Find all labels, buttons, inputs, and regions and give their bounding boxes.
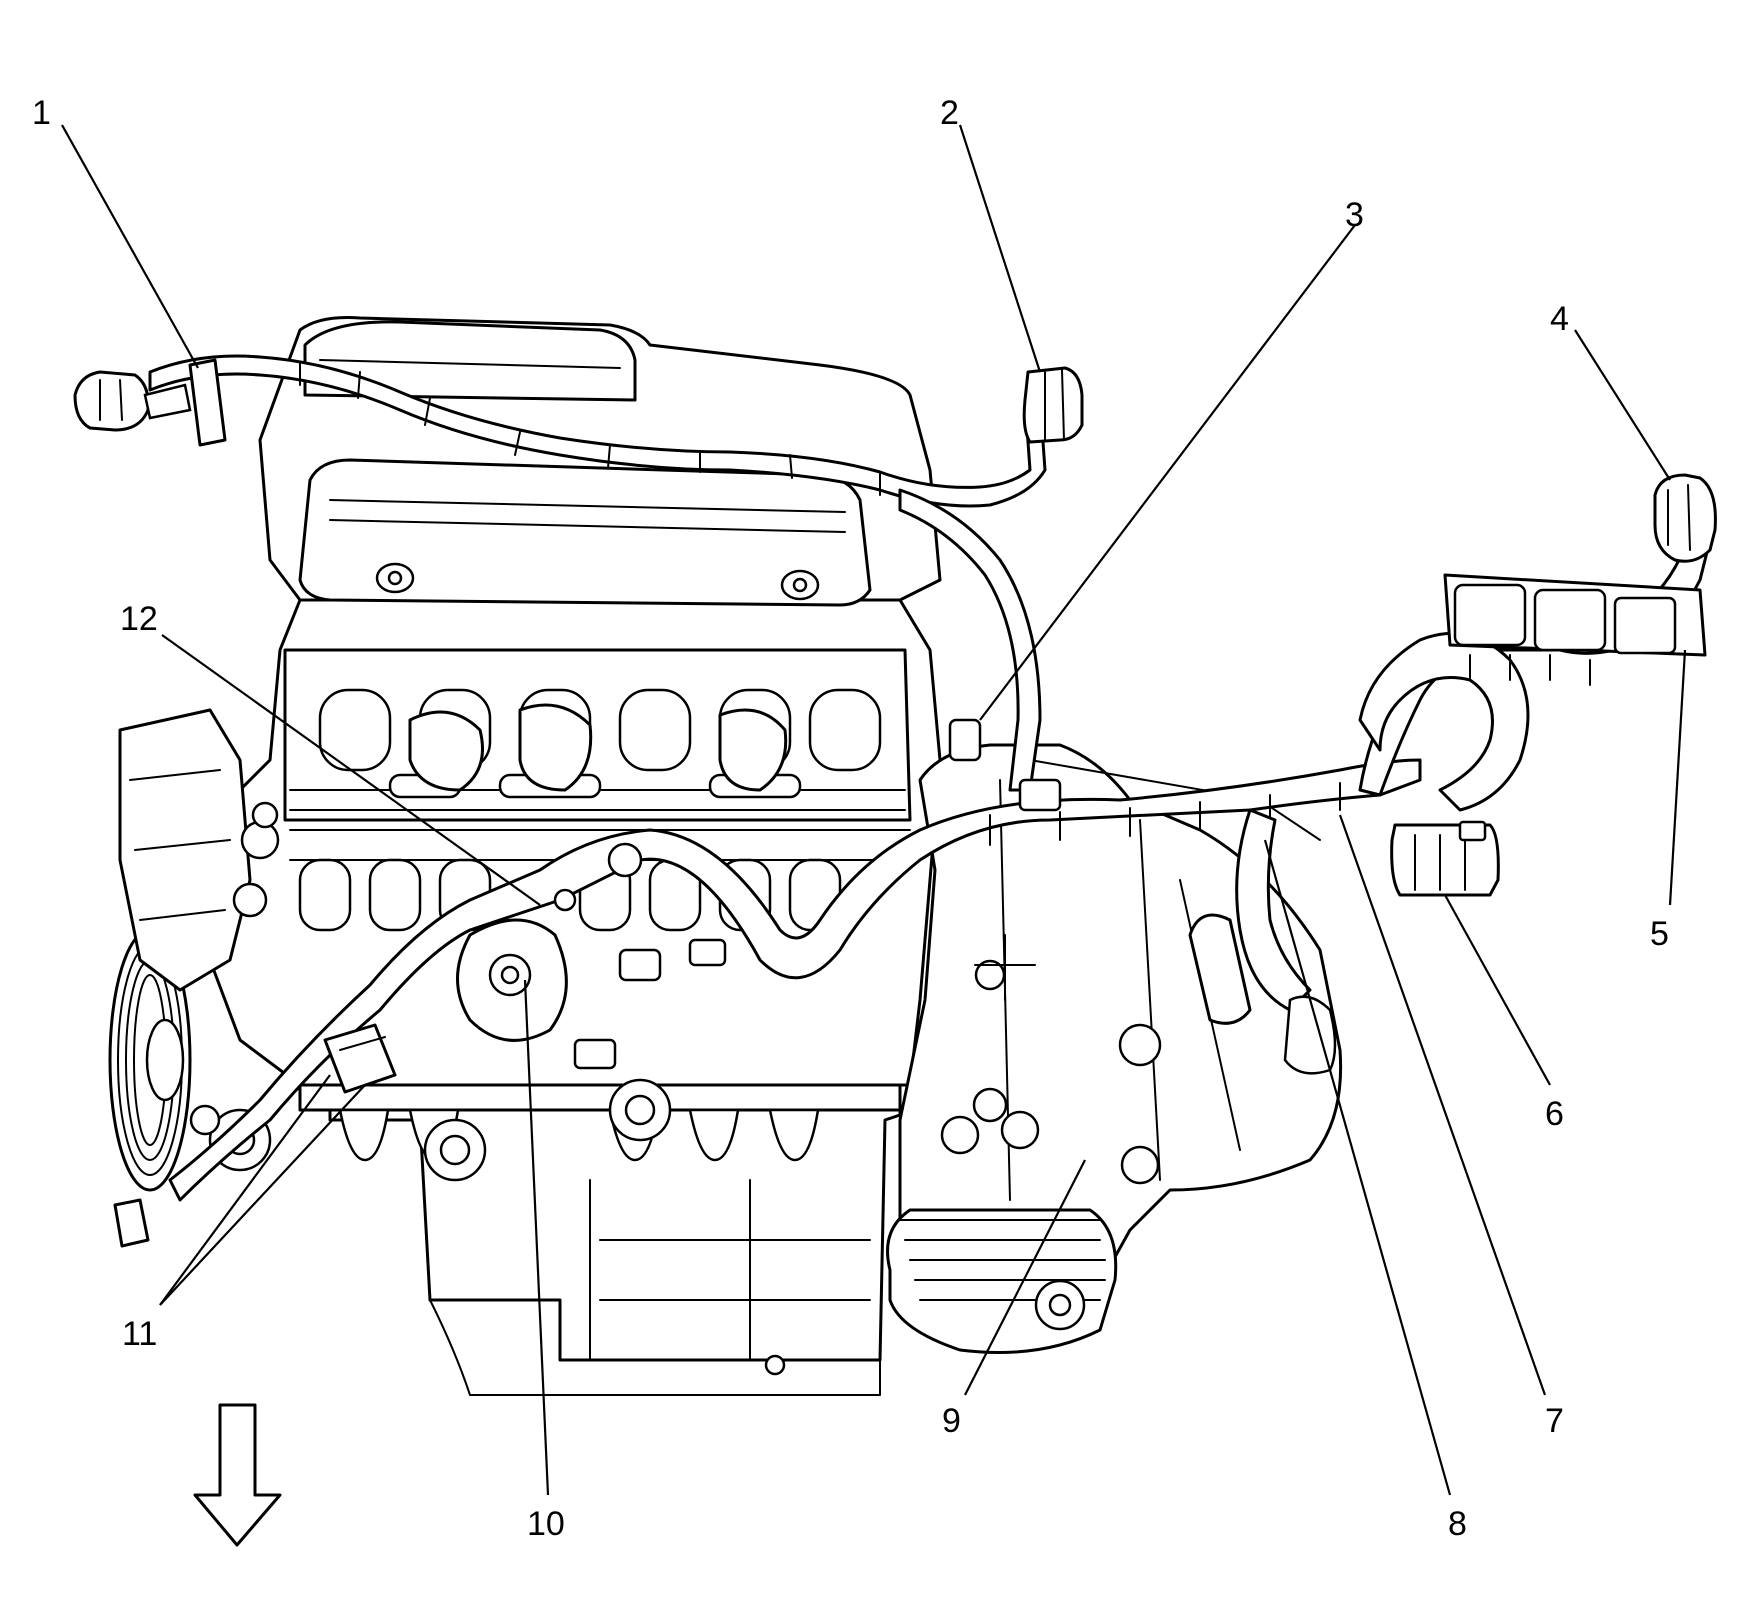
callout-3: 3 — [1345, 196, 1364, 234]
callout-8: 8 — [1448, 1505, 1467, 1543]
rear-valve-cover-lid — [298, 458, 872, 607]
connector-6-art — [1390, 820, 1500, 897]
callout-4: 4 — [1550, 300, 1569, 338]
callout-6: 6 — [1545, 1095, 1564, 1133]
leader-5 — [1668, 649, 1687, 906]
callout-9: 9 — [942, 1402, 961, 1440]
leader-7 — [1338, 814, 1547, 1396]
leader-11a — [159, 1074, 331, 1306]
leader-12 — [161, 634, 541, 906]
callout-7: 7 — [1545, 1402, 1564, 1440]
down-arrow-icon — [193, 1403, 282, 1547]
leader-6 — [1444, 894, 1551, 1086]
callout-12: 12 — [120, 600, 158, 638]
engine-illustration — [73, 316, 1717, 1396]
leader-10 — [523, 979, 550, 1496]
leader-9 — [964, 1159, 1086, 1396]
front-cylinder-ports — [298, 858, 842, 932]
connector-2-art — [1022, 366, 1084, 444]
main-harness — [168, 528, 1712, 1202]
callout-11: 11 — [122, 1315, 157, 1353]
connector-11-art — [113, 1023, 397, 1248]
leader-2 — [958, 124, 1042, 373]
leader-3 — [979, 224, 1356, 721]
callout-10: 10 — [527, 1505, 565, 1543]
leader-1 — [61, 124, 199, 369]
leader-8 — [1263, 839, 1452, 1496]
leader-11b — [159, 1084, 366, 1306]
connector-5-art — [1443, 573, 1707, 686]
connector-4-art — [1653, 473, 1717, 563]
callout-labels: 1 2 3 4 5 6 7 8 9 10 11 12 — [32, 94, 1669, 1543]
leader-lines — [61, 124, 1687, 1496]
connector-1-art — [73, 358, 227, 447]
callout-2: 2 — [940, 94, 959, 132]
leader-4 — [1574, 329, 1671, 481]
callout-5: 5 — [1650, 915, 1669, 953]
callout-1: 1 — [32, 94, 51, 132]
